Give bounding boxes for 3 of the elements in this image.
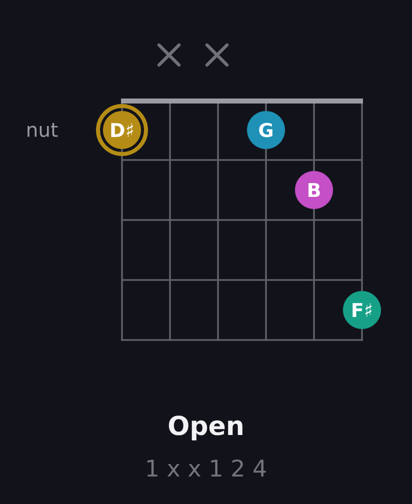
chord-name: Open bbox=[168, 416, 242, 440]
nut-label: nut bbox=[28, 123, 58, 137]
fingering-text: 1 x x 1 2 4 bbox=[147, 459, 266, 477]
